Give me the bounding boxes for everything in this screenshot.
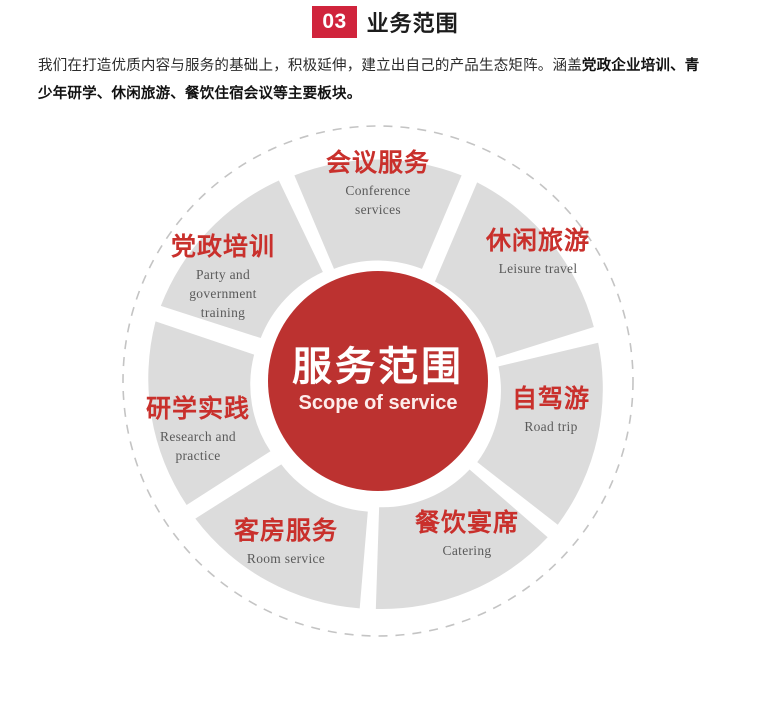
- segment-room-service[interactable]: [195, 464, 368, 609]
- intro-line1-bold: 党政企业培训、青: [581, 58, 700, 74]
- intro-line2-bold: 少年研学、休闲旅游、餐饮住宿会议等主要板块。: [38, 86, 362, 102]
- page-header: 03 业务范围: [0, 0, 771, 38]
- intro-paragraph: 我们在打造优质内容与服务的基础上，积极延伸，建立出自己的产品生态矩阵。涵盖党政企…: [38, 52, 733, 108]
- intro-line1-normal: 我们在打造优质内容与服务的基础上，积极延伸，建立出自己的产品生态矩阵。涵盖: [38, 58, 582, 74]
- page-title: 业务范围: [366, 10, 459, 36]
- section-number-badge: 03: [312, 5, 357, 38]
- segment-research-practice[interactable]: [148, 321, 271, 505]
- donut-segments: [148, 159, 603, 610]
- segment-conference[interactable]: [294, 159, 462, 269]
- donut-chart-svg: [122, 125, 634, 637]
- segment-party-training[interactable]: [160, 180, 323, 339]
- segment-road-trip[interactable]: [477, 342, 603, 525]
- segment-catering[interactable]: [375, 469, 548, 610]
- center-hub-circle[interactable]: [268, 271, 488, 491]
- segment-leisure-travel[interactable]: [434, 182, 594, 358]
- outer-dashed-ring: [122, 125, 634, 637]
